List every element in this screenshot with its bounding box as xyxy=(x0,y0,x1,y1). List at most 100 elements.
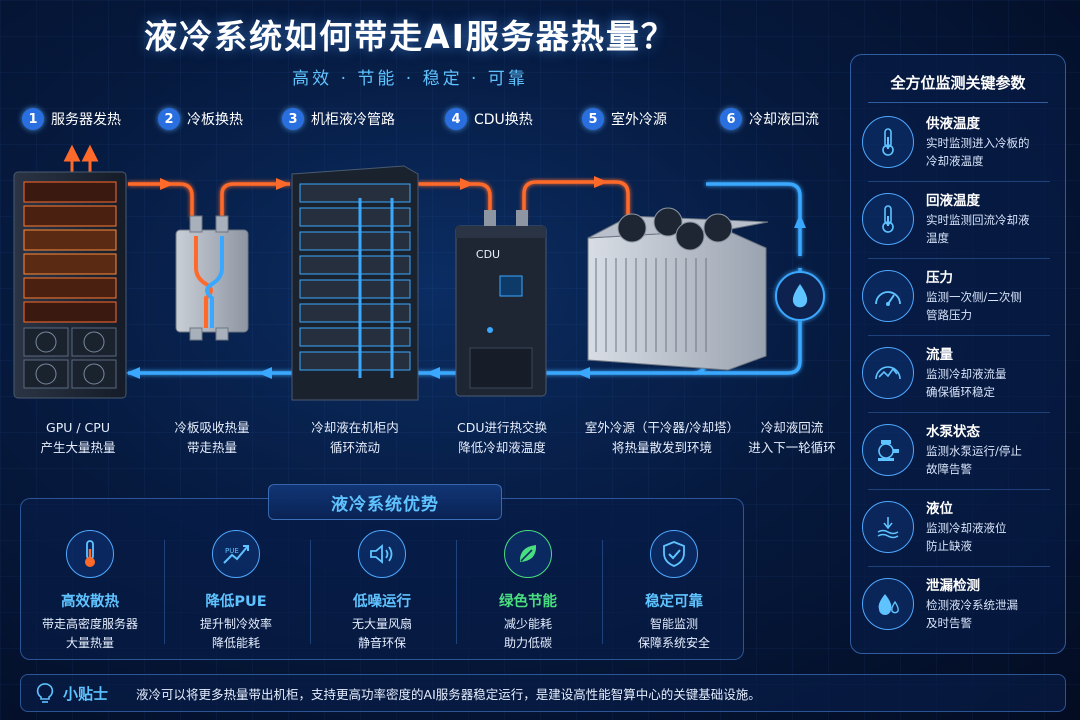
caption-line: 冷却液回流 xyxy=(760,420,824,435)
page-title: 液冷系统如何带走AI服务器热量？ xyxy=(144,17,676,56)
caption-2: 冷板吸收热量 带走热量 xyxy=(174,418,249,458)
advantage-lower-pue: PUE 降低PUE 提升制冷效率降低能耗 xyxy=(166,530,306,653)
gauge-icon xyxy=(862,270,914,322)
hot-pipe-plate-to-rack xyxy=(220,182,290,218)
cold-pipe-chiller-top xyxy=(706,182,802,256)
param-flow: 流量 监测冷却液流量确保循环稳定 xyxy=(862,343,1058,415)
step-label: 室外冷源 xyxy=(611,112,667,128)
advantage-desc: 提升制冷效率降低能耗 xyxy=(166,615,306,653)
param-desc-line: 冷却液温度 xyxy=(926,154,984,168)
advantage-name: 绿色节能 xyxy=(499,594,557,610)
advantage-divider xyxy=(602,540,603,644)
param-supply-temperature: 供液温度 实时监测进入冷板的冷却液温度 xyxy=(862,112,1058,184)
monitoring-title: 全方位监测关键参数 xyxy=(890,74,1026,92)
param-name: 供液温度 xyxy=(926,116,980,132)
caption-line: 进入下一轮循环 xyxy=(748,440,836,455)
param-desc: 实时监测回流冷却液温度 xyxy=(926,211,1030,247)
advantage-divider xyxy=(310,540,311,644)
param-divider xyxy=(868,489,1050,490)
advantage-desc-line: 智能监测 xyxy=(649,617,698,631)
lightbulb-icon xyxy=(36,683,54,703)
step-captions: GPU / CPU 产生大量热量 冷板吸收热量 带走热量 冷却液在机柜内 循环流… xyxy=(0,418,850,462)
param-body: 泄漏检测 检测液冷系统泄漏及时告警 xyxy=(926,574,1018,646)
param-desc-line: 监测一次侧/二次侧 xyxy=(926,290,1022,304)
advantage-desc-line: 减少能耗 xyxy=(503,617,552,631)
caption-6: 冷却液回流 进入下一轮循环 xyxy=(748,418,836,458)
caption-line: 降低冷却液温度 xyxy=(458,440,546,455)
hot-pipe-network xyxy=(128,180,630,226)
step-header-row: 1 服务器发热 2 冷板换热 3 机柜液冷管路 4 CDU换热 5 室外冷源 6… xyxy=(0,108,850,134)
param-desc-line: 实时监测进入冷板的 xyxy=(926,136,1030,150)
param-name: 流量 xyxy=(926,347,953,363)
caption-5: 室外冷源（干冷器/冷却塔） 将热量散发到环境 xyxy=(585,418,739,458)
step-1: 1 服务器发热 xyxy=(22,108,121,130)
cooling-flow-diagram: CDU xyxy=(13,144,825,401)
tip-text: 液冷可以将更多热量带出机柜，支持更高功率密度的AI服务器稳定运行，是建设高性能智… xyxy=(136,686,761,702)
advantage-low-noise: 低噪运行 无大量风扇静音环保 xyxy=(312,530,452,653)
advantage-name: 高效散热 xyxy=(61,594,119,610)
param-desc-line: 监测冷却液流量 xyxy=(926,367,1007,381)
leak-drop-icon xyxy=(862,578,914,630)
param-body: 回液温度 实时监测回流冷却液温度 xyxy=(926,189,1030,261)
step-label: 服务器发热 xyxy=(51,112,121,128)
advantage-desc: 带走高密度服务器大量热量 xyxy=(20,615,160,653)
param-divider xyxy=(868,181,1050,182)
hot-pipe-rack-to-cdu xyxy=(418,182,492,220)
param-desc-line: 及时告警 xyxy=(926,616,972,630)
cold-plate xyxy=(175,215,249,341)
param-desc: 监测冷却液液位防止缺液 xyxy=(926,519,1007,555)
advantages-panel xyxy=(20,498,744,660)
pue-chart-icon: PUE xyxy=(212,530,260,578)
param-desc-line: 温度 xyxy=(926,231,949,245)
caption-4: CDU进行热交换 降低冷却液温度 xyxy=(457,418,547,458)
advantage-name: 降低PUE xyxy=(205,594,267,610)
param-desc: 实时监测进入冷板的冷却液温度 xyxy=(926,134,1030,170)
hot-arrows xyxy=(160,176,608,190)
param-desc-line: 确保循环稳定 xyxy=(926,385,995,399)
step-6: 6 冷却液回流 xyxy=(720,108,819,130)
step-number: 4 xyxy=(445,108,467,130)
advantage-divider xyxy=(164,540,165,644)
server-rack-hot xyxy=(13,171,127,399)
param-name: 水泵状态 xyxy=(926,424,980,440)
tip-label: 小贴士 xyxy=(63,684,109,703)
coolant-return-node xyxy=(775,271,825,321)
caption-line: 冷却液在机柜内 xyxy=(311,420,399,435)
param-desc: 监测一次侧/二次侧管路压力 xyxy=(926,288,1022,324)
param-pressure: 压力 监测一次侧/二次侧管路压力 xyxy=(862,266,1058,338)
param-desc: 监测水泵运行/停止故障告警 xyxy=(926,442,1022,478)
hot-pipe-server-to-plate xyxy=(128,182,194,218)
param-desc-line: 监测冷却液液位 xyxy=(926,521,1007,535)
param-return-temperature: 回液温度 实时监测回流冷却液温度 xyxy=(862,189,1058,261)
step-number: 2 xyxy=(158,108,180,130)
param-divider xyxy=(868,566,1050,567)
advantages-title: 液冷系统优势 xyxy=(331,494,439,515)
leaf-icon xyxy=(504,530,552,578)
param-name: 液位 xyxy=(926,501,953,517)
param-liquid-level: 液位 监测冷却液液位防止缺液 xyxy=(862,497,1058,569)
caption-line: CDU进行热交换 xyxy=(456,420,548,435)
advantage-desc-line: 提升制冷效率 xyxy=(199,617,272,631)
advantage-desc-line: 静音环保 xyxy=(357,636,406,650)
advantage-green-energy: 绿色节能 减少能耗助力低碳 xyxy=(458,530,598,653)
cdu-label: CDU xyxy=(476,248,500,261)
pump-icon xyxy=(862,424,914,476)
advantage-divider xyxy=(456,540,457,644)
advantage-desc-line: 无大量风扇 xyxy=(351,617,412,631)
param-name: 泄漏检测 xyxy=(926,578,980,594)
advantage-desc-line: 保障系统安全 xyxy=(637,636,710,650)
advantage-efficient-cooling: 高效散热 带走高密度服务器大量热量 xyxy=(20,530,160,653)
caption-3: 冷却液在机柜内 循环流动 xyxy=(311,418,399,458)
step-label: 冷却液回流 xyxy=(749,112,819,128)
liquid-level-icon xyxy=(862,501,914,553)
step-number: 1 xyxy=(22,108,44,130)
param-desc-line: 管路压力 xyxy=(926,308,972,322)
param-desc-line: 监测水泵运行/停止 xyxy=(926,444,1022,458)
thermometer-icon xyxy=(66,530,114,578)
shield-check-icon xyxy=(650,530,698,578)
step-label: 冷板换热 xyxy=(187,112,243,128)
param-name: 回液温度 xyxy=(926,193,980,209)
flow-icon xyxy=(862,347,914,399)
tip-bar: 小贴士 液冷可以将更多热量带出机柜，支持更高功率密度的AI服务器稳定运行，是建设… xyxy=(20,674,1066,712)
cdu-unit xyxy=(455,210,547,397)
